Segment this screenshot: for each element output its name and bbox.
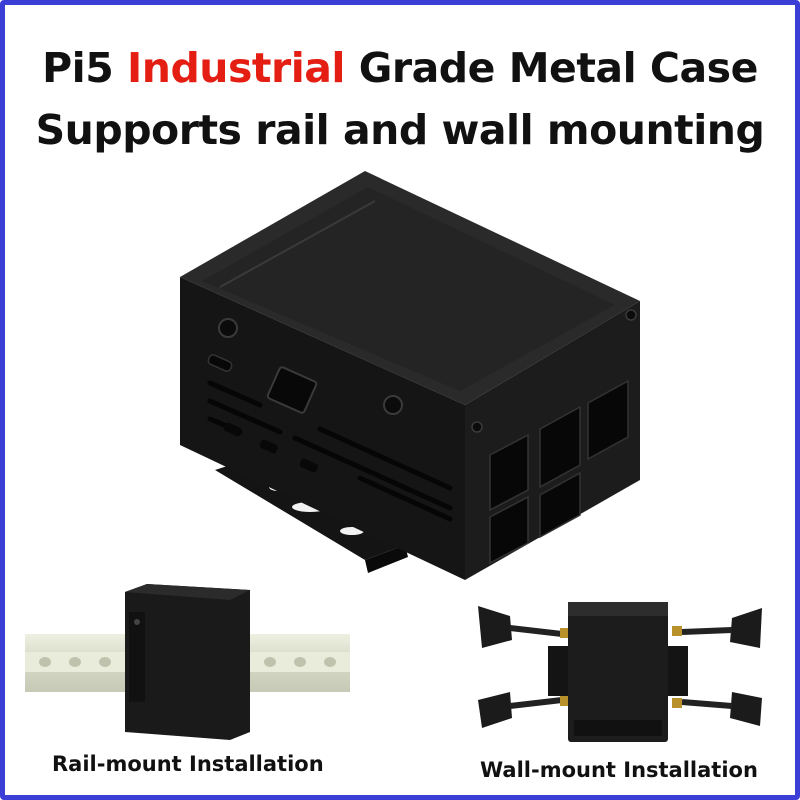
- headline-line-1: Pi5 Industrial Grade Metal Case: [0, 44, 800, 92]
- metal-case-photo: [180, 171, 640, 580]
- rail-mount-caption: Rail-mount Installation: [52, 752, 324, 776]
- case-on-rail: [125, 584, 250, 740]
- port-cutout: [223, 422, 242, 437]
- wall-mount-caption: Wall-mount Installation: [480, 758, 758, 782]
- screw-icon: [134, 619, 140, 625]
- headline-prefix: Pi5: [42, 44, 127, 92]
- case-on-wall: [568, 602, 668, 742]
- screw-icon: [471, 421, 483, 433]
- screw-icon: [218, 318, 238, 338]
- side-ports: [489, 379, 629, 565]
- headline-suffix: Grade Metal Case: [344, 44, 759, 92]
- headline-accent: Industrial: [127, 44, 345, 92]
- wall-mount-photo: [478, 602, 762, 742]
- antenna-icon: [478, 606, 570, 648]
- port-cutout: [259, 439, 278, 454]
- antenna-icon: [478, 692, 570, 728]
- headline-line-2: Supports rail and wall mounting: [35, 106, 765, 154]
- port-cutout: [207, 354, 233, 372]
- port-cutout: [299, 458, 318, 473]
- rail-mount-photo: [25, 584, 350, 740]
- screw-icon: [383, 395, 403, 415]
- antenna-icon: [672, 692, 762, 726]
- antenna-icon: [672, 608, 762, 648]
- screw-icon: [625, 309, 637, 321]
- port-cutout: [266, 366, 318, 414]
